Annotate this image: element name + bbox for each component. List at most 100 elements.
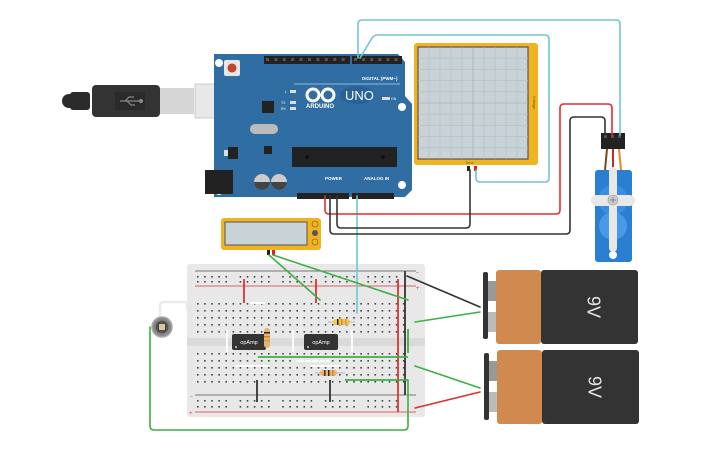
arduino-uno-board[interactable]: DIGITAL (PWM~) L TX RX ARDUINO UNO ON bbox=[205, 54, 412, 199]
opamp-2[interactable]: opAmp bbox=[304, 334, 338, 350]
wire-cyan-servo-signal[interactable] bbox=[357, 19, 621, 136]
resistor-3[interactable] bbox=[315, 370, 345, 376]
breadboard-hole bbox=[367, 360, 369, 362]
breadboard-hole bbox=[268, 406, 270, 408]
multimeter-mode-a[interactable] bbox=[311, 220, 319, 228]
breadboard-hole bbox=[388, 400, 391, 402]
breadboard-hole bbox=[253, 360, 256, 362]
breadboard-hole bbox=[239, 317, 242, 319]
opamp-1[interactable]: opAmp bbox=[232, 334, 266, 350]
oscilloscope[interactable]: Time Voltage bbox=[414, 43, 538, 171]
breadboard-hole bbox=[197, 360, 199, 362]
svg-text:RX: RX bbox=[281, 107, 287, 111]
breadboard-hole bbox=[275, 303, 277, 305]
breadboard-hole bbox=[246, 317, 249, 319]
wire-black-battery-1[interactable] bbox=[406, 275, 481, 308]
breadboard-hole bbox=[260, 353, 263, 355]
breadboard-hole bbox=[346, 406, 348, 408]
battery-terminal bbox=[488, 281, 496, 301]
breadboard-hole bbox=[374, 353, 377, 355]
breadboard-hole bbox=[331, 360, 334, 362]
breadboard-hole bbox=[367, 374, 369, 376]
breadboard-hole bbox=[353, 303, 355, 305]
breadboard-hole bbox=[324, 367, 327, 369]
multimeter[interactable] bbox=[221, 218, 321, 255]
breadboard-hole bbox=[225, 281, 227, 283]
breadboard-hole bbox=[211, 310, 213, 312]
breadboard-hole bbox=[197, 281, 199, 283]
breadboard-hole bbox=[324, 310, 327, 312]
scope-probe-negative[interactable] bbox=[467, 166, 470, 171]
servo-horn[interactable] bbox=[591, 167, 635, 252]
battery-1[interactable]: 9V bbox=[483, 270, 638, 344]
wire-black-gnd-scope[interactable] bbox=[336, 169, 471, 229]
breadboard-hole bbox=[346, 353, 348, 355]
wire-green-multimeter[interactable] bbox=[272, 254, 409, 301]
breadboard-hole bbox=[239, 367, 242, 369]
breadboard-hole bbox=[260, 381, 263, 383]
breadboard-hole bbox=[253, 367, 256, 369]
usb-cable[interactable] bbox=[62, 83, 218, 119]
breadboard-hole bbox=[211, 400, 213, 402]
multimeter-mode-ohm[interactable] bbox=[311, 238, 319, 246]
breadboard-hole bbox=[282, 367, 284, 369]
wire-cyan-scope[interactable] bbox=[359, 34, 550, 183]
breadboard-hole bbox=[346, 310, 348, 312]
multimeter-mode-v[interactable] bbox=[312, 230, 318, 236]
breadboard-hole bbox=[339, 310, 341, 312]
power-header bbox=[297, 193, 349, 199]
breadboard-hole bbox=[239, 400, 242, 402]
breadboard-hole bbox=[381, 360, 384, 362]
wire-green-sensor[interactable] bbox=[149, 326, 409, 431]
wire-green-multimeter[interactable] bbox=[268, 254, 321, 301]
breadboard-hole bbox=[353, 406, 355, 408]
breadboard-hole bbox=[346, 374, 348, 376]
breadboard-hole bbox=[218, 367, 220, 369]
breadboard-hole bbox=[197, 381, 199, 383]
breadboard-hole bbox=[282, 276, 284, 278]
breadboard-hole bbox=[374, 303, 377, 305]
breadboard-hole bbox=[296, 276, 298, 278]
digital-pin-holes bbox=[266, 58, 398, 61]
breadboard-hole bbox=[211, 324, 213, 326]
breadboard-hole bbox=[381, 317, 384, 319]
breadboard-jumpers[interactable] bbox=[226, 271, 409, 412]
breadboard-hole bbox=[367, 406, 369, 408]
wire-black-gnd-servo[interactable] bbox=[329, 116, 606, 235]
wire-green-battery-1[interactable] bbox=[414, 311, 481, 323]
breadboard-hole bbox=[246, 381, 249, 383]
servo-motor[interactable] bbox=[591, 133, 635, 262]
breadboard-hole bbox=[402, 353, 405, 355]
breadboard-hole bbox=[275, 367, 277, 369]
wire-red-5v[interactable] bbox=[324, 103, 613, 215]
breadboard-hole bbox=[324, 276, 327, 278]
breadboard-hole bbox=[395, 310, 398, 312]
breadboard-hole bbox=[317, 303, 320, 305]
breadboard-hole bbox=[246, 400, 249, 402]
breadboard-hole bbox=[239, 360, 242, 362]
resistor-1[interactable] bbox=[264, 328, 270, 348]
wire-green-battery-2[interactable] bbox=[414, 365, 481, 389]
breadboard-hole bbox=[239, 406, 242, 408]
battery-2[interactable]: 9V bbox=[484, 350, 639, 424]
breadboard-hole bbox=[310, 276, 313, 278]
scope-probe-positive[interactable] bbox=[474, 166, 477, 171]
multimeter-probe-negative[interactable] bbox=[267, 250, 270, 255]
reset-button[interactable] bbox=[224, 60, 240, 76]
resistor-2[interactable] bbox=[328, 319, 355, 325]
multimeter-probe-positive[interactable] bbox=[272, 250, 275, 255]
wires[interactable] bbox=[149, 19, 621, 431]
breadboard-hole bbox=[253, 381, 256, 383]
breadboard-hole bbox=[360, 381, 362, 383]
pin-hole bbox=[333, 58, 337, 61]
breadboard-hole bbox=[346, 381, 348, 383]
photodiode-sensor[interactable] bbox=[151, 300, 220, 338]
breadboard-hole bbox=[211, 331, 213, 333]
breadboard-hole bbox=[353, 367, 355, 369]
analog-label: ANALOG IN bbox=[364, 176, 389, 181]
breadboard-hole bbox=[388, 374, 391, 376]
breadboard-hole bbox=[204, 406, 206, 408]
wire-red-battery-2[interactable] bbox=[414, 391, 481, 409]
breadboard-hole bbox=[395, 406, 398, 408]
